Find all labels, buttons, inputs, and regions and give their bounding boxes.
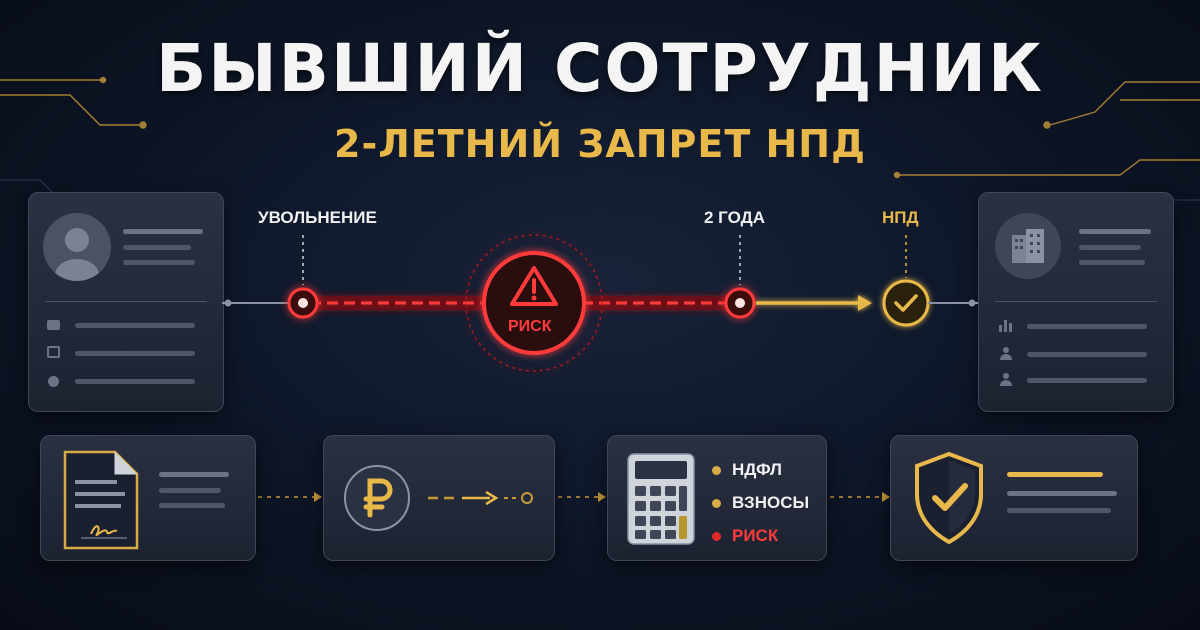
- employee-profile-card: [28, 192, 224, 412]
- tax-calculation-card: НДФЛ ВЗНОСЫ РИСК: [607, 435, 827, 561]
- signed-document-icon: [63, 450, 139, 550]
- risk-dot-icon: [712, 532, 721, 541]
- warning-triangle-icon: [465, 234, 603, 372]
- legend-ndfl: НДФЛ: [732, 460, 782, 479]
- contributions-dot-icon: [712, 499, 721, 508]
- location-icon: [48, 376, 59, 387]
- briefcase-icon: [47, 320, 60, 330]
- calculator-icon: [627, 453, 695, 545]
- npd-label: НПД: [882, 208, 919, 227]
- calendar-icon: [47, 346, 60, 358]
- two-years-label: 2 ГОДА: [704, 208, 765, 227]
- person-icon: [999, 373, 1013, 387]
- legend-risk: РИСК: [732, 526, 779, 545]
- dismissal-label: УВОЛЬНЕНИЕ: [258, 208, 377, 227]
- ruble-coin-icon: [344, 465, 410, 531]
- user-avatar-icon: [43, 213, 111, 281]
- payment-card: [323, 435, 555, 561]
- company-profile-card: [978, 192, 1174, 412]
- legend-contributions: ВЗНОСЫ: [732, 493, 810, 512]
- ndfl-dot-icon: [712, 466, 721, 475]
- page-title: БЫВШИЙ СОТРУДНИК: [155, 30, 1044, 107]
- building-icon: [995, 213, 1061, 279]
- protection-card: [890, 435, 1138, 561]
- shield-check-icon: [915, 451, 983, 545]
- check-circle-icon: [882, 279, 930, 327]
- contract-document-card: [40, 435, 256, 561]
- bar-chart-icon: [999, 320, 1013, 332]
- person-icon: [999, 347, 1013, 361]
- page-subtitle: 2-ЛЕТНИЙ ЗАПРЕТ НПД: [334, 122, 866, 166]
- risk-label: РИСК: [508, 318, 552, 335]
- dismissal-node: [287, 287, 319, 319]
- two-years-node: [724, 287, 756, 319]
